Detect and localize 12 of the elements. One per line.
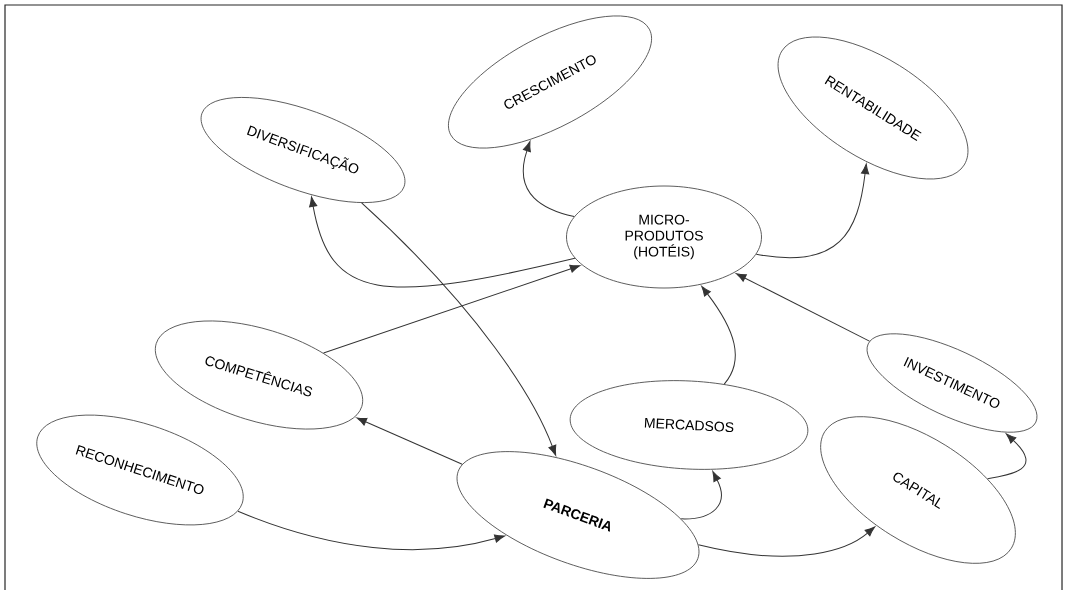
arrow	[701, 285, 736, 385]
arrow	[735, 273, 870, 342]
arrow	[680, 471, 722, 520]
arrow	[755, 163, 870, 259]
arrow	[697, 526, 876, 557]
arrow	[323, 264, 581, 354]
arrow	[522, 141, 575, 218]
arrow	[237, 510, 505, 551]
arrow	[356, 417, 463, 465]
arrow	[361, 202, 557, 456]
arrow	[309, 196, 576, 288]
arrow	[987, 433, 1027, 480]
